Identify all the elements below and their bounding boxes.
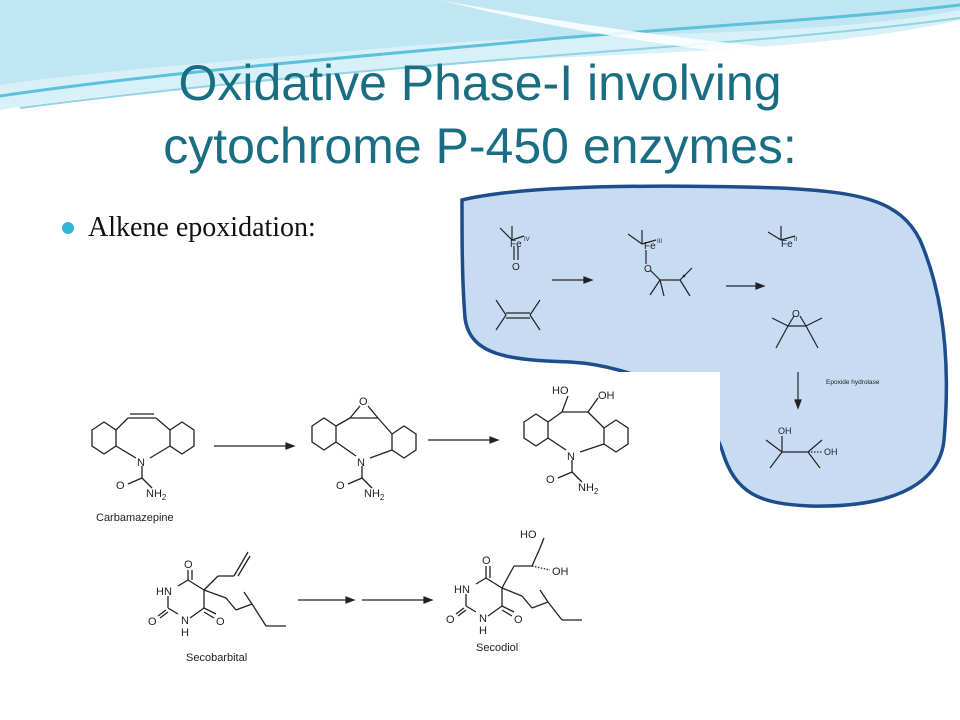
diol-image-backdrop bbox=[480, 372, 720, 484]
secobarbital-o-left-label: O bbox=[148, 616, 157, 628]
secobarbital-hn-label: HN bbox=[156, 586, 172, 598]
slide-title-line-2: cytochrome P-450 enzymes: bbox=[163, 118, 797, 174]
bound-o-label: O bbox=[644, 264, 652, 275]
diol-oh-right-label: OH bbox=[824, 447, 838, 457]
fe-iv-oxo-structure bbox=[499, 226, 525, 260]
epoxide-structure bbox=[771, 315, 823, 349]
fe-iv-label: Fe bbox=[510, 239, 522, 250]
diol-nh2-label: NH2 bbox=[578, 482, 599, 496]
oxo-o-label: O bbox=[512, 262, 520, 273]
secodiol-ho-label: HO bbox=[520, 529, 537, 541]
alkene-structure bbox=[495, 299, 541, 331]
radical-dot bbox=[682, 274, 686, 278]
reaction-arrow-4 bbox=[428, 436, 500, 444]
carbamazepine-structure bbox=[91, 413, 195, 489]
secodiol-structure bbox=[455, 537, 582, 621]
secodiol-oh-label: OH bbox=[552, 566, 569, 578]
hydrolase-arrow bbox=[794, 372, 802, 410]
carbamazepine-diol-structure bbox=[523, 395, 629, 483]
epoxide-n-label: N bbox=[357, 457, 365, 469]
carbamazepine-name: Carbamazepine bbox=[96, 512, 174, 524]
fe-iv-oxidation-state: IV bbox=[524, 237, 530, 243]
fe-iii-intermediate-structure bbox=[627, 230, 693, 297]
carbamazepine-epoxide-structure bbox=[311, 405, 417, 489]
secobarbital-o-top-label: O bbox=[184, 559, 193, 571]
fe-ii-oxidation-state: II bbox=[794, 237, 798, 243]
header-wave-decoration bbox=[0, 0, 960, 110]
reaction-arrow-3 bbox=[214, 442, 296, 450]
secodiol-o-left-label: O bbox=[446, 614, 455, 626]
epoxide-ring-o-label: O bbox=[359, 396, 368, 408]
trans-diol-structure bbox=[765, 436, 823, 469]
epoxide-nh2-label: NH2 bbox=[364, 488, 385, 502]
secobarbital-h-label: H bbox=[181, 627, 189, 639]
fe-iii-label: Fe bbox=[644, 241, 656, 252]
fe-ii-structure bbox=[767, 226, 796, 241]
slide-title: Oxidative Phase-I involving cytochrome P… bbox=[60, 52, 900, 178]
slide-title-line-1: Oxidative Phase-I involving bbox=[178, 55, 782, 111]
epoxide-o-label: O bbox=[792, 309, 800, 320]
bullet-text: Alkene epoxidation: bbox=[88, 212, 316, 243]
epoxide-carbonyl-o-label: O bbox=[336, 480, 345, 492]
secodiol-hn-label: HN bbox=[454, 584, 470, 596]
reaction-arrow-2 bbox=[726, 282, 766, 290]
secobarbital-name: Secobarbital bbox=[186, 652, 247, 664]
bullet-item: Alkene epoxidation: bbox=[62, 212, 316, 244]
reaction-arrow-1 bbox=[552, 276, 594, 284]
diol-n-label: N bbox=[567, 451, 575, 463]
secodiol-name: Secodiol bbox=[476, 642, 518, 654]
secobarbital-o-right-label: O bbox=[216, 616, 225, 628]
secodiol-n-label: N bbox=[479, 613, 487, 625]
secobarbital-structure bbox=[157, 551, 286, 627]
fe-iii-oxidation-state: III bbox=[657, 239, 662, 245]
reaction-arrow-5 bbox=[298, 596, 434, 604]
secodiol-h-label: H bbox=[479, 625, 487, 637]
diol-o-label: O bbox=[546, 474, 555, 486]
diol-oh-top-label: OH bbox=[778, 426, 792, 436]
epoxide-hydrolase-label: Epoxide hydrolase bbox=[826, 379, 880, 386]
secodiol-o-top-label: O bbox=[482, 555, 491, 567]
diol-ho-label: HO bbox=[552, 385, 569, 397]
secobarbital-n-label: N bbox=[181, 615, 189, 627]
bullet-dot-icon bbox=[62, 222, 74, 234]
carbamazepine-n-label: N bbox=[137, 457, 145, 469]
carbamazepine-o-label: O bbox=[116, 480, 125, 492]
fe-ii-label: Fe bbox=[781, 239, 793, 250]
secodiol-o-right-label: O bbox=[514, 614, 523, 626]
hand-drawn-highlight-blob bbox=[460, 184, 949, 508]
diol-oh-label: OH bbox=[598, 390, 615, 402]
carbamazepine-nh2-label: NH2 bbox=[146, 488, 167, 502]
